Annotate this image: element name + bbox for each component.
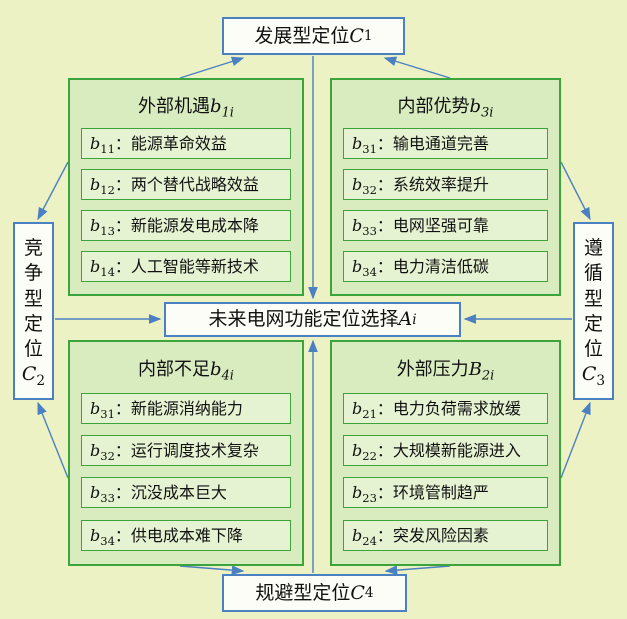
- factor-item: b22：大规模新能源进入: [343, 434, 548, 466]
- arrow-weaknesses-to-c4: [179, 565, 245, 575]
- c2-symbol: C2: [21, 362, 46, 389]
- group-internal-advantages: 内部优势b3i b31：输电通道完善 b32：系统效率提升 b33：电网坚强可靠…: [330, 78, 561, 296]
- factor-item: b32：运行调度技术复杂: [81, 434, 291, 466]
- arrow-advantages-to-c1: [383, 56, 451, 79]
- group-external-opportunities: 外部机遇b1i b11：能源革命效益 b12：两个替代战略效益 b13：新能源发…: [68, 78, 304, 296]
- arrow-weaknesses-to-c2: [37, 401, 69, 479]
- factor-item: b13：新能源发电成本降: [81, 210, 291, 241]
- arrow-pressures-to-c3: [560, 401, 591, 479]
- box-compliance-positioning-c3: 遵循型定位 C3: [573, 222, 614, 400]
- c1-label: 发展型定位: [254, 24, 350, 47]
- center-symbol: A: [398, 308, 413, 331]
- group-title: 外部机遇b1i: [138, 96, 234, 121]
- factor-item: b14：人工智能等新技术: [81, 251, 291, 282]
- c1-symbol: C: [349, 24, 364, 47]
- group-internal-weaknesses: 内部不足b4i b31：新能源消纳能力 b32：运行调度技术复杂 b33：沉没成…: [68, 340, 304, 566]
- c4-symbol: C: [350, 581, 365, 604]
- factor-item: b32：系统效率提升: [343, 169, 548, 200]
- factor-item: b24：突发风险因素: [343, 519, 548, 551]
- c3-label: 遵循型定位: [583, 237, 603, 360]
- group-title: 内部优势b3i: [397, 96, 494, 121]
- box-competitive-positioning-c2: 竞争型定位 C2: [13, 222, 54, 400]
- c2-label: 竞争型定位: [23, 237, 43, 360]
- factor-item: b21：电力负荷需求放缓: [343, 392, 548, 424]
- arrow-pressures-to-c4: [384, 565, 451, 576]
- factor-item: b31：新能源消纳能力: [81, 392, 291, 424]
- group-title: 内部不足b4i: [138, 359, 234, 384]
- factor-item: b34：电力清洁低碳: [343, 251, 548, 282]
- group-title: 外部压力B2i: [396, 359, 495, 384]
- factor-item: b34：供电成本难下降: [81, 519, 291, 551]
- c4-label: 规避型定位: [255, 581, 351, 604]
- center-label: 未来电网功能定位选择: [208, 308, 399, 331]
- factor-item: b31：输电通道完善: [343, 128, 548, 159]
- arrow-opportunities-to-c2: [37, 161, 69, 221]
- factor-item: b33：沉没成本巨大: [81, 477, 291, 509]
- factor-item: b12：两个替代战略效益: [81, 169, 291, 200]
- factor-item: b33：电网坚强可靠: [343, 210, 548, 241]
- arrow-advantages-to-c3: [560, 161, 591, 221]
- group-external-pressures: 外部压力B2i b21：电力负荷需求放缓 b22：大规模新能源进入 b23：环境…: [330, 340, 561, 566]
- c3-symbol: C3: [581, 362, 606, 389]
- factor-item: b11：能源革命效益: [81, 128, 291, 159]
- factor-item: b23：环境管制趋严: [343, 477, 548, 509]
- arrow-opportunities-to-c1: [179, 56, 245, 79]
